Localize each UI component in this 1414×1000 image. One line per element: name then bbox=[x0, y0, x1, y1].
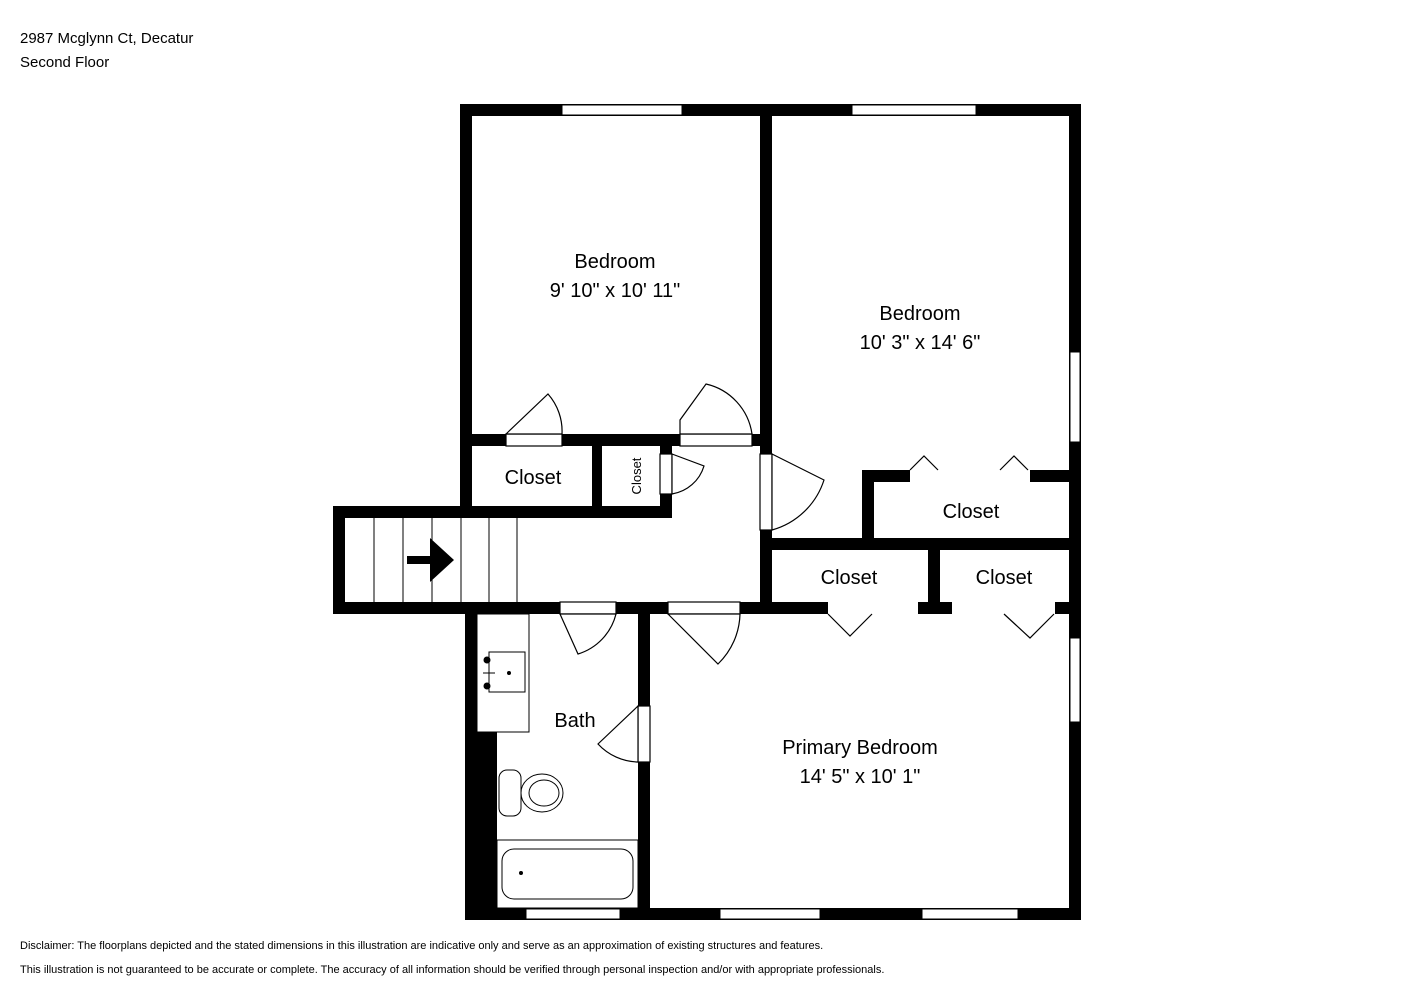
closet-left-label: Closet bbox=[505, 467, 562, 489]
closet-primary-2-label: Closet bbox=[976, 567, 1033, 589]
bedroom-right-name: Bedroom bbox=[879, 303, 960, 325]
bifold-doors bbox=[827, 455, 1055, 639]
doors bbox=[504, 383, 825, 763]
stair-arrow-icon bbox=[407, 538, 454, 582]
vanity-sink-icon bbox=[476, 613, 530, 733]
floor-label: Second Floor bbox=[20, 54, 110, 71]
bedroom-left-name: Bedroom bbox=[574, 251, 655, 273]
stairs bbox=[373, 518, 518, 602]
primary-bedroom-dims: 14' 5" x 10' 1" bbox=[800, 766, 921, 788]
toilet-icon bbox=[498, 769, 564, 817]
disclaimer-line-2: This illustration is not guaranteed to b… bbox=[20, 964, 885, 976]
disclaimer-line-1: Disclaimer: The floorplans depicted and … bbox=[20, 940, 824, 952]
bedroom-left-dims: 9' 10" x 10' 11" bbox=[550, 280, 680, 302]
primary-bedroom-name: Primary Bedroom bbox=[782, 737, 938, 759]
address-label: 2987 Mcglynn Ct, Decatur bbox=[20, 30, 194, 47]
closet-right-bedroom-label: Closet bbox=[943, 501, 1000, 523]
bath-name: Bath bbox=[554, 710, 595, 732]
windows bbox=[525, 104, 1081, 920]
closet-primary-1-label: Closet bbox=[821, 567, 878, 589]
closet-small-label: Closet bbox=[629, 457, 644, 494]
bathtub-icon bbox=[496, 839, 639, 909]
bedroom-right-dims: 10' 3" x 14' 6" bbox=[860, 332, 981, 354]
